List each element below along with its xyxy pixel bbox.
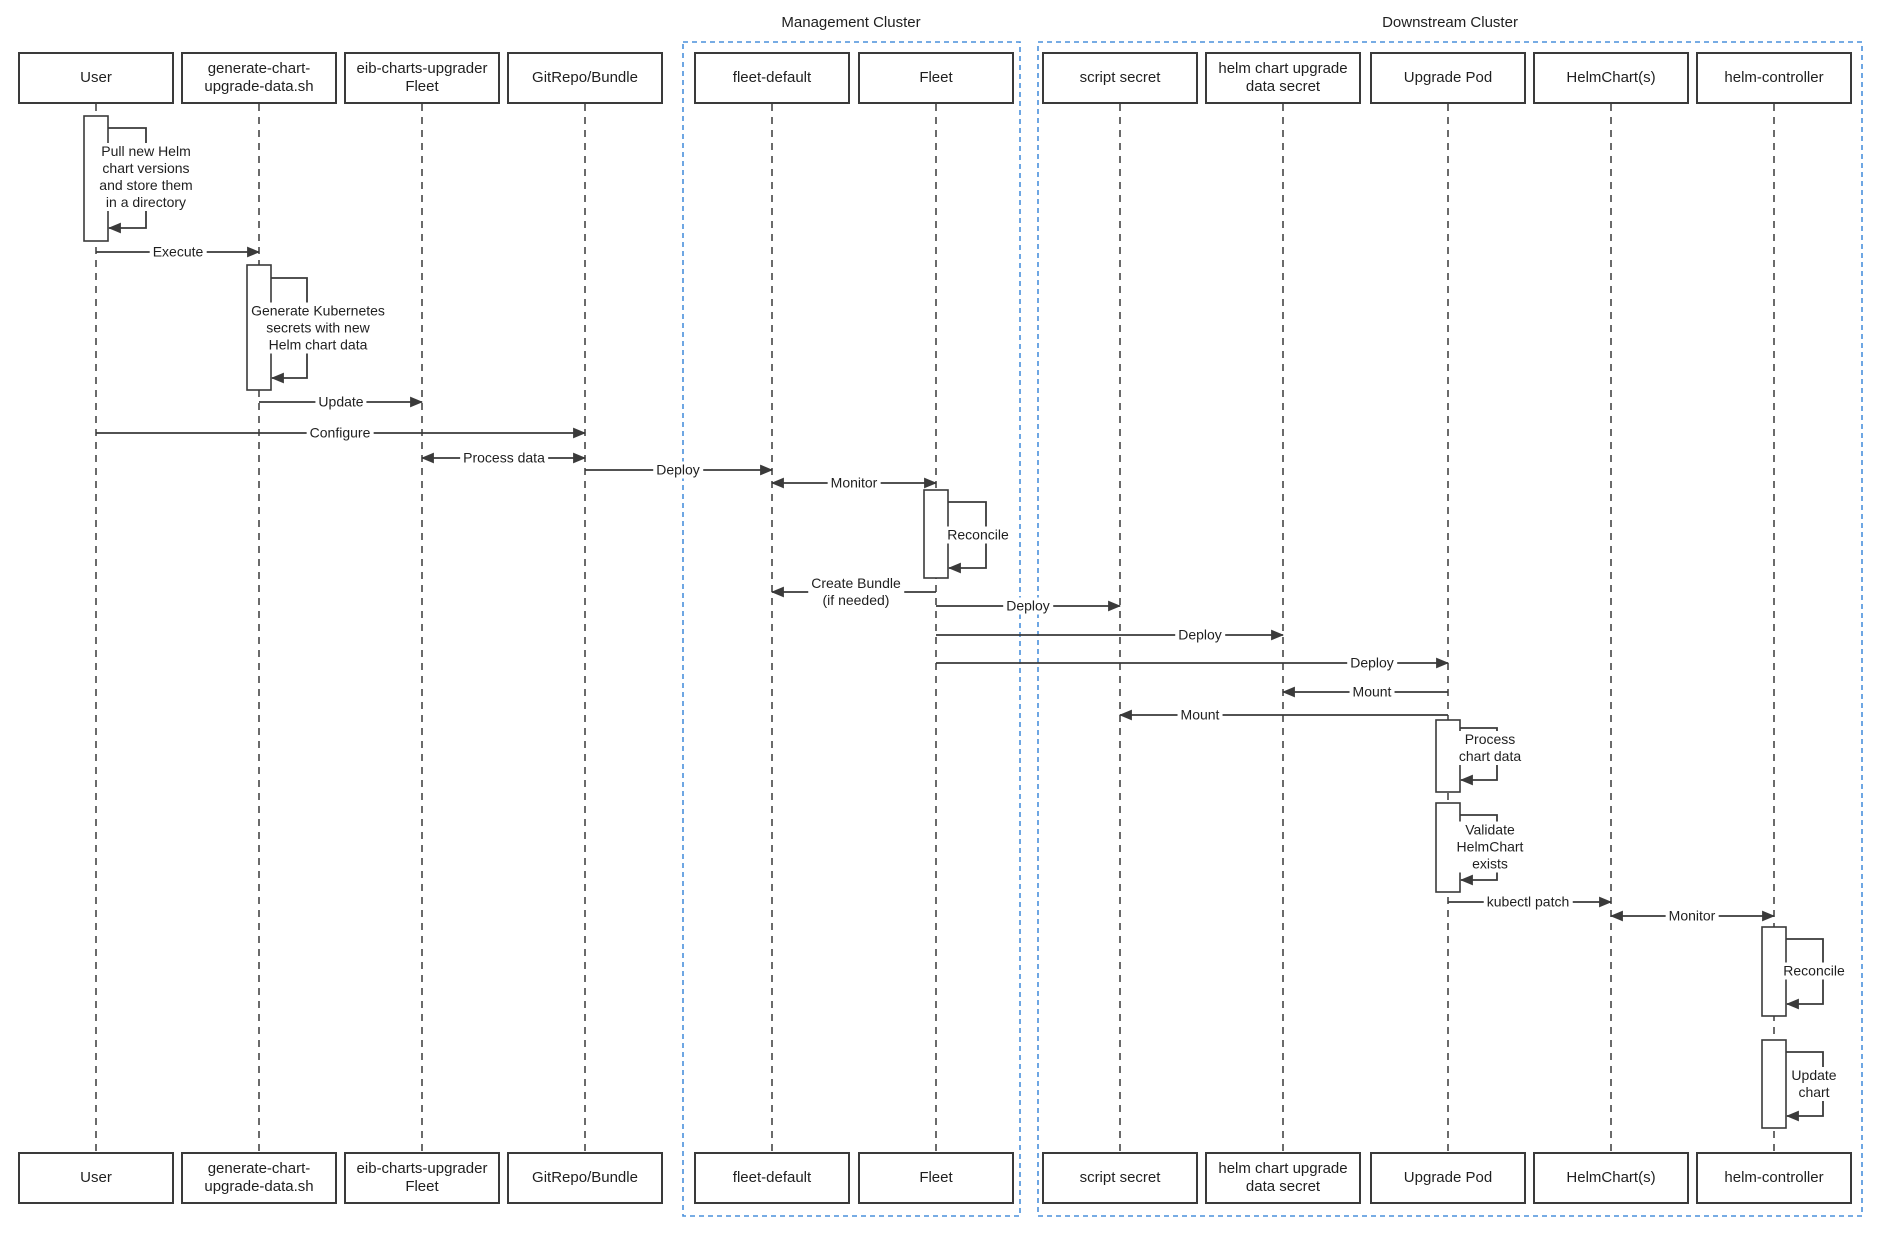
cluster-box-downstream	[1037, 41, 1863, 1217]
participant-label: script secret	[1079, 1169, 1161, 1186]
self-message-line: exists	[1472, 855, 1508, 872]
participant-label: GitRepo/Bundle	[532, 1169, 638, 1186]
participant-box-eib-charts-upgrader-fleet-bottom: eib-charts-upgrader Fleet	[344, 1152, 500, 1204]
message-label-deploy-data-secret: Deploy	[1175, 626, 1225, 644]
participant-label: fleet-default	[732, 1169, 812, 1186]
self-message-line: secrets with new	[266, 319, 370, 336]
self-message-line: and store them	[99, 177, 193, 193]
self-message-line: Helm chart data	[268, 336, 368, 353]
participant-box-data-secret-top: helm chart upgrade data secret	[1205, 52, 1361, 104]
activation-bar-upgrade-pod-process	[1435, 719, 1461, 793]
message-label-deploy-upgrade-pod: Deploy	[1347, 654, 1397, 672]
participant-box-helmcharts-bottom: HelmChart(s)	[1533, 1152, 1689, 1204]
self-message-label-validate-helmchart: Validate HelmChart exists	[1454, 821, 1526, 873]
participant-label: User	[80, 69, 112, 86]
participant-box-data-secret-bottom: helm chart upgrade data secret	[1205, 1152, 1361, 1204]
participant-box-generate-script-top: generate-chart-upgrade-data.sh	[181, 52, 337, 104]
participant-box-upgrade-pod-top: Upgrade Pod	[1370, 52, 1526, 104]
self-message-line: chart versions	[102, 160, 190, 176]
message-label-kubectl-patch: kubectl patch	[1483, 893, 1573, 911]
participant-label: GitRepo/Bundle	[532, 69, 638, 86]
participant-label: User	[80, 1169, 112, 1186]
self-message-line: chart	[1798, 1084, 1830, 1100]
self-message-line: Validate	[1465, 821, 1515, 838]
message-label-deploy-fleet-default: Deploy	[653, 461, 703, 479]
self-message-label-update-chart: Update chart	[1789, 1067, 1839, 1101]
participant-label: helm chart upgrade data secret	[1218, 1160, 1348, 1195]
participant-label: helm-controller	[1724, 69, 1824, 86]
message-label-line: (if needed)	[822, 592, 890, 608]
message-label-process-data: Process data	[460, 449, 548, 467]
participant-box-fleet-default-bottom: fleet-default	[694, 1152, 850, 1204]
message-label-monitor-fleet: Monitor	[827, 474, 881, 492]
self-message-line: Reconcile	[947, 526, 1009, 543]
participant-box-helm-controller-bottom: helm-controller	[1696, 1152, 1852, 1204]
participant-box-eib-charts-upgrader-fleet-top: eib-charts-upgrader Fleet	[344, 52, 500, 104]
participant-label: script secret	[1079, 69, 1161, 86]
participant-label: Fleet	[919, 69, 953, 86]
message-label-configure: Configure	[306, 424, 374, 442]
participant-box-script-secret-top: script secret	[1042, 52, 1198, 104]
self-message-line: Update	[1791, 1067, 1837, 1083]
participant-label: Upgrade Pod	[1403, 69, 1493, 86]
self-message-line: chart data	[1458, 748, 1522, 764]
cluster-label-management: Management Cluster	[781, 14, 921, 31]
self-message-line: HelmChart	[1456, 838, 1524, 855]
self-message-label-pull-helm-charts: Pull new Helm chart versions and store t…	[97, 143, 195, 211]
cluster-box-management	[682, 41, 1021, 1217]
participant-box-script-secret-bottom: script secret	[1042, 1152, 1198, 1204]
participant-label: fleet-default	[732, 69, 812, 86]
self-message-line: Pull new Helm	[101, 143, 191, 159]
participant-label: generate-chart-upgrade-data.sh	[204, 1160, 314, 1195]
participant-box-helmcharts-top: HelmChart(s)	[1533, 52, 1689, 104]
message-label-update: Update	[315, 393, 367, 411]
self-message-label-helm-controller-reconcile: Reconcile	[1781, 962, 1847, 980]
participant-label: generate-chart-upgrade-data.sh	[204, 60, 314, 95]
participant-box-gitrepo-bundle-bottom: GitRepo/Bundle	[507, 1152, 663, 1204]
message-label-create-bundle: Create Bundle (if needed)	[808, 575, 904, 609]
message-label-deploy-script-secret: Deploy	[1003, 597, 1053, 615]
participant-label: eib-charts-upgrader Fleet	[356, 60, 488, 95]
message-label-execute: Execute	[149, 243, 207, 261]
self-message-line: Process	[1464, 731, 1516, 747]
activation-bar-helm-controller-update	[1761, 1039, 1787, 1129]
self-message-line: Generate Kubernetes	[251, 302, 385, 319]
self-message-label-generate-secrets: Generate Kubernetes secrets with new Hel…	[249, 302, 387, 354]
self-message-line: Reconcile	[1783, 962, 1845, 979]
participant-label: helm chart upgrade data secret	[1218, 60, 1348, 95]
participant-box-fleet-default-top: fleet-default	[694, 52, 850, 104]
participant-box-fleet-bottom: Fleet	[858, 1152, 1014, 1204]
self-message-label-process-chart-data: Process chart data	[1456, 731, 1524, 765]
participant-box-user-top: User	[18, 52, 174, 104]
participant-box-fleet-top: Fleet	[858, 52, 1014, 104]
participant-box-helm-controller-top: helm-controller	[1696, 52, 1852, 104]
participant-label: Upgrade Pod	[1403, 1169, 1493, 1186]
participant-box-gitrepo-bundle-top: GitRepo/Bundle	[507, 52, 663, 104]
self-message-label-fleet-reconcile: Reconcile	[945, 526, 1011, 544]
participant-box-user-bottom: User	[18, 1152, 174, 1204]
message-label-mount-data-secret: Mount	[1349, 683, 1395, 701]
participant-label: HelmChart(s)	[1566, 69, 1656, 86]
participant-label: eib-charts-upgrader Fleet	[356, 1160, 488, 1195]
cluster-label-downstream: Downstream Cluster	[1382, 14, 1518, 31]
participant-label: helm-controller	[1724, 1169, 1824, 1186]
participant-box-generate-script-bottom: generate-chart-upgrade-data.sh	[181, 1152, 337, 1204]
message-label-mount-script-secret: Mount	[1177, 706, 1223, 724]
self-message-line: in a directory	[105, 194, 187, 210]
message-label-monitor-helm-controller: Monitor	[1665, 907, 1719, 925]
participant-box-upgrade-pod-bottom: Upgrade Pod	[1370, 1152, 1526, 1204]
participant-label: HelmChart(s)	[1566, 1169, 1656, 1186]
message-label-line: Create Bundle	[811, 575, 901, 591]
participant-label: Fleet	[919, 1169, 953, 1186]
